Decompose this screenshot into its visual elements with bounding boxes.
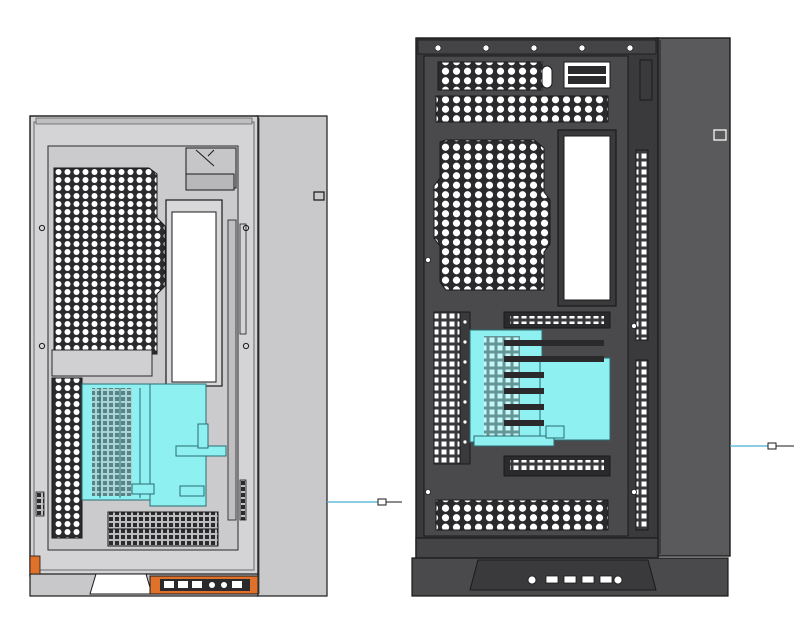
black-side-latch-icon xyxy=(713,129,727,141)
white-case-side-panel xyxy=(256,115,328,597)
white-case-view xyxy=(29,115,402,597)
black-case-side-panel xyxy=(655,37,731,557)
black-top-vent xyxy=(437,61,543,91)
white-mesh-panel-bottom xyxy=(51,377,83,539)
side-latch-icon xyxy=(313,191,325,201)
black-gpu-bracket xyxy=(469,329,611,447)
black-mesh-panel xyxy=(433,139,551,291)
black-io-panel xyxy=(527,575,623,585)
white-mesh-panel-top xyxy=(53,167,166,355)
white-gpu-bracket xyxy=(81,383,227,507)
black-pcie-slots xyxy=(503,311,611,477)
black-bottom-vent xyxy=(435,499,609,531)
black-case-view xyxy=(411,37,794,597)
